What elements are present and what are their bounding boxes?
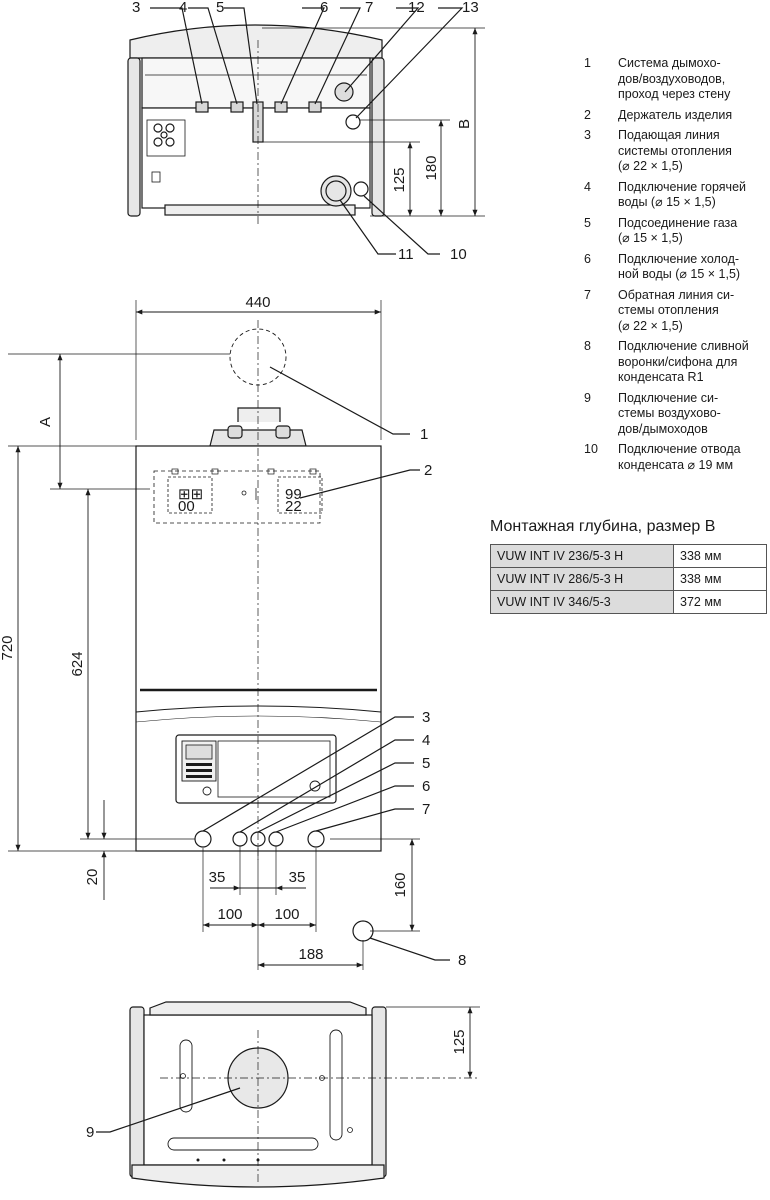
- dim-height-720: 720: [0, 635, 16, 660]
- front-connection-3: [194, 830, 212, 848]
- front-view-labels: 440 A 720 624 20 35 35 100 100 188 160 1…: [0, 294, 466, 969]
- front-view: ⊞⊞ 00 99 22: [8, 300, 450, 970]
- legend-text: Подключение отвода конденсата ⌀ 19 мм: [618, 442, 741, 472]
- top-callout-5: 5: [216, 0, 224, 16]
- legend-item: 4 Подключение горячей воды (⌀ 15 × 1,5): [584, 180, 770, 211]
- legend-text: Подключение сливной воронки/сифона для к…: [618, 339, 749, 384]
- front-callout-1: 1: [420, 426, 428, 443]
- top-callout-11: 11: [398, 246, 414, 263]
- front-callout-7: 7: [422, 801, 430, 818]
- legend-number: 5: [584, 215, 591, 230]
- top-callout-7: 7: [365, 0, 373, 16]
- flue-pipe-11: [320, 175, 352, 207]
- top-dim-B: B: [456, 119, 473, 129]
- legend-number: 9: [584, 390, 591, 405]
- front-callout-8: 8: [458, 952, 466, 969]
- depth-cell: 338 мм: [673, 567, 767, 591]
- dim-20: 20: [84, 869, 101, 886]
- top-callout-6: 6: [320, 0, 328, 16]
- legend: 1 Система дымохо- дов/воздуховодов, прохо…: [584, 56, 770, 478]
- bottom-view: [96, 1001, 480, 1188]
- condensate-drain-10: [353, 181, 369, 197]
- top-callout-4: 4: [179, 0, 187, 16]
- dim-width-440: 440: [245, 294, 270, 311]
- legend-number: 4: [584, 179, 591, 194]
- holder-outline: [153, 470, 321, 524]
- model-cell: VUW INT IV 236/5-3 H: [490, 544, 674, 568]
- dim-35-right: 35: [289, 869, 306, 886]
- legend-number: 7: [584, 287, 591, 302]
- legend-number: 6: [584, 251, 591, 266]
- table-row: VUW INT IV 286/5-3 H 338 мм: [490, 567, 767, 591]
- table-row: VUW INT IV 236/5-3 H 338 мм: [490, 544, 767, 568]
- legend-item: 7 Обратная линия си- стемы отопления (⌀ 2…: [584, 288, 770, 335]
- legend-text: Подающая линия системы отопления (⌀ 22 ×…: [618, 128, 732, 173]
- legend-number: 1: [584, 56, 591, 70]
- legend-item: 5 Подсоединение газа (⌀ 15 × 1,5): [584, 216, 770, 247]
- dim-height-624: 624: [69, 651, 86, 676]
- legend-number: 8: [584, 339, 591, 353]
- model-cell: VUW INT IV 346/5-3: [490, 590, 674, 614]
- depth-table-title: Монтажная глубина, размер B: [490, 518, 716, 535]
- front-connection-4: [232, 831, 248, 847]
- legend-text: Обратная линия си- стемы отопления (⌀ 22…: [618, 287, 735, 333]
- depth-cell: 338 мм: [673, 544, 767, 568]
- legend-item: 10 Подключение отвода конденсата ⌀ 19 мм: [584, 442, 770, 473]
- top-dim-125: 125: [391, 167, 408, 192]
- model-cell: VUW INT IV 286/5-3 H: [490, 567, 674, 591]
- top-view: [127, 7, 485, 255]
- front-callout-4: 4: [422, 732, 430, 749]
- svg-text:99: 99: [285, 486, 302, 503]
- legend-text: Подключение горячей воды (⌀ 15 × 1,5): [618, 179, 746, 210]
- top-callout-3: 3: [132, 0, 140, 16]
- dim-A: A: [37, 417, 54, 427]
- legend-number: 2: [584, 107, 591, 122]
- dim-35-left: 35: [209, 869, 226, 886]
- top-callout-10: 10: [450, 246, 467, 263]
- top-callout-13: 13: [462, 0, 479, 16]
- top-dim-180: 180: [423, 155, 440, 180]
- dim-100-right: 100: [274, 906, 299, 923]
- front-callout-5: 5: [422, 755, 430, 772]
- front-callout-2: 2: [424, 462, 432, 479]
- bottom-callout-9: 9: [86, 1124, 94, 1141]
- legend-item: 2 Держатель изделия: [584, 108, 770, 124]
- top-callout-12: 12: [408, 0, 425, 16]
- dim-100-left: 100: [217, 906, 242, 923]
- table-row: VUW INT IV 346/5-3 372 мм: [490, 590, 767, 614]
- front-connection-6: [268, 831, 284, 847]
- bottom-view-labels: 9 125: [86, 1029, 468, 1141]
- svg-text:00: 00: [178, 498, 195, 515]
- legend-text: Подсоединение газа (⌀ 15 × 1,5): [618, 215, 738, 246]
- top-connection-6: [274, 101, 288, 113]
- top-cover: [129, 24, 383, 59]
- top-connection-7: [308, 101, 322, 113]
- depth-table: VUW INT IV 236/5-3 H 338 мм VUW INT IV 2…: [490, 544, 767, 614]
- legend-number: 10: [584, 442, 598, 456]
- svg-text:22: 22: [285, 498, 302, 515]
- depth-cell: 372 мм: [673, 590, 767, 614]
- legend-text: Держатель изделия: [618, 107, 733, 122]
- legend-text: Система дымохо- дов/воздуховодов, проход…: [618, 56, 731, 101]
- front-connection-7: [307, 830, 325, 848]
- legend-item: 6 Подключение холод- ной воды (⌀ 15 × 1,5…: [584, 252, 770, 283]
- legend-item: 1 Система дымохо- дов/воздуховодов, прохо…: [584, 56, 770, 103]
- bottom-dim-125: 125: [451, 1029, 468, 1054]
- legend-text: Подключение холод- ной воды (⌀ 15 × 1,5): [618, 251, 741, 282]
- front-callout-6: 6: [422, 778, 430, 795]
- dim-160: 160: [392, 872, 409, 897]
- legend-text: Подключение си- стемы воздухово- дов/дым…: [618, 390, 721, 436]
- legend-item: 8 Подключение сливной воронки/сифона для …: [584, 339, 770, 386]
- legend-number: 3: [584, 128, 591, 142]
- front-callout-3: 3: [422, 709, 430, 726]
- dim-188: 188: [298, 946, 323, 963]
- svg-text:⊞⊞: ⊞⊞: [178, 486, 203, 503]
- top-view-labels: 3 4 5 6 7 12 13 11 10 125 180 B: [132, 0, 479, 263]
- legend-item: 9 Подключение си- стемы воздухово- дов/ды…: [584, 391, 770, 438]
- legend-item: 3 Подающая линия системы отопления (⌀ 22 …: [584, 128, 770, 175]
